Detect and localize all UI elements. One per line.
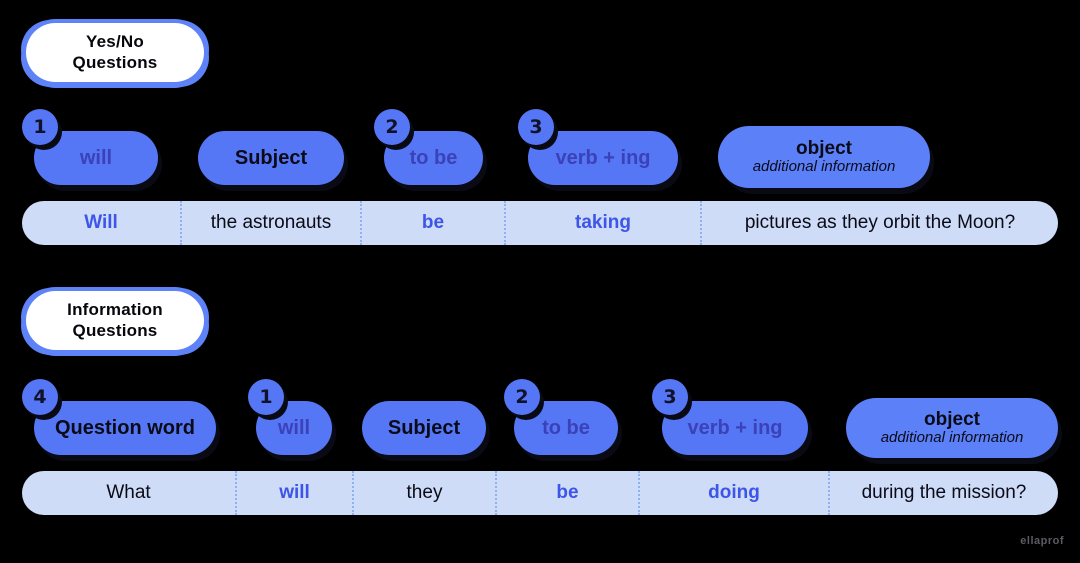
section-header-line1: Information (67, 300, 163, 320)
pill-to-be[interactable]: to be (514, 401, 618, 455)
sentence-cell: What (106, 482, 151, 503)
sentence-cell: be (495, 471, 638, 515)
pill-label: object (924, 408, 980, 430)
sentence-cell: pictures as they orbit the Moon? (700, 201, 1058, 245)
step-badge-1: 1 (22, 109, 58, 145)
pill-label: will (277, 416, 311, 439)
pill-sublabel: additional information (752, 158, 896, 176)
step-badge-1: 1 (248, 379, 284, 415)
pill-label: Subject (234, 146, 308, 169)
example-sentence-information: What will they be doing during the missi… (22, 471, 1058, 515)
step-badge-2: 2 (374, 109, 410, 145)
sentence-cell: the astronauts (180, 201, 360, 245)
step-badge-2: 2 (504, 379, 540, 415)
step-badge-3: 3 (652, 379, 688, 415)
section-header-line1: Yes/No (86, 32, 144, 52)
pill-subject[interactable]: Subject (198, 131, 344, 185)
pill-will[interactable]: will (34, 131, 158, 185)
section-header-yes-no: Yes/No Questions (26, 23, 204, 82)
pill-label: verb + ing (687, 416, 783, 439)
pill-object[interactable]: object additional information (846, 398, 1058, 458)
pill-verb-ing[interactable]: verb + ing (528, 131, 678, 185)
pill-subject[interactable]: Subject (362, 401, 486, 455)
pill-label: verb + ing (555, 146, 651, 169)
pill-label: object (796, 137, 852, 159)
sentence-cell: taking (504, 201, 700, 245)
section-header-line2: Questions (72, 52, 158, 72)
sentence-cell: doing (638, 471, 828, 515)
pill-label: will (79, 146, 113, 169)
watermark: ellaprof (1020, 535, 1064, 547)
sentence-cell: be (360, 201, 504, 245)
step-badge-3: 3 (518, 109, 554, 145)
pill-label: Subject (387, 416, 461, 439)
section-header-information: Information Questions (26, 291, 204, 350)
sentence-cell: will (235, 471, 352, 515)
example-sentence-yes-no: Will the astronauts be taking pictures a… (22, 201, 1058, 245)
pill-object[interactable]: object additional information (718, 126, 930, 188)
section-header-line2: Questions (72, 320, 158, 340)
pill-sublabel: additional information (880, 429, 1024, 447)
pill-label: to be (409, 146, 458, 169)
sentence-cell: Will (84, 212, 118, 233)
sentence-cell: during the mission? (828, 471, 1058, 515)
pill-label: Question word (55, 416, 195, 439)
pill-label: to be (542, 416, 590, 439)
step-badge-4: 4 (22, 379, 58, 415)
pill-question-word[interactable]: Question word (34, 401, 216, 455)
pill-will[interactable]: will (256, 401, 332, 455)
sentence-cell: they (352, 471, 495, 515)
pill-verb-ing[interactable]: verb + ing (662, 401, 808, 455)
